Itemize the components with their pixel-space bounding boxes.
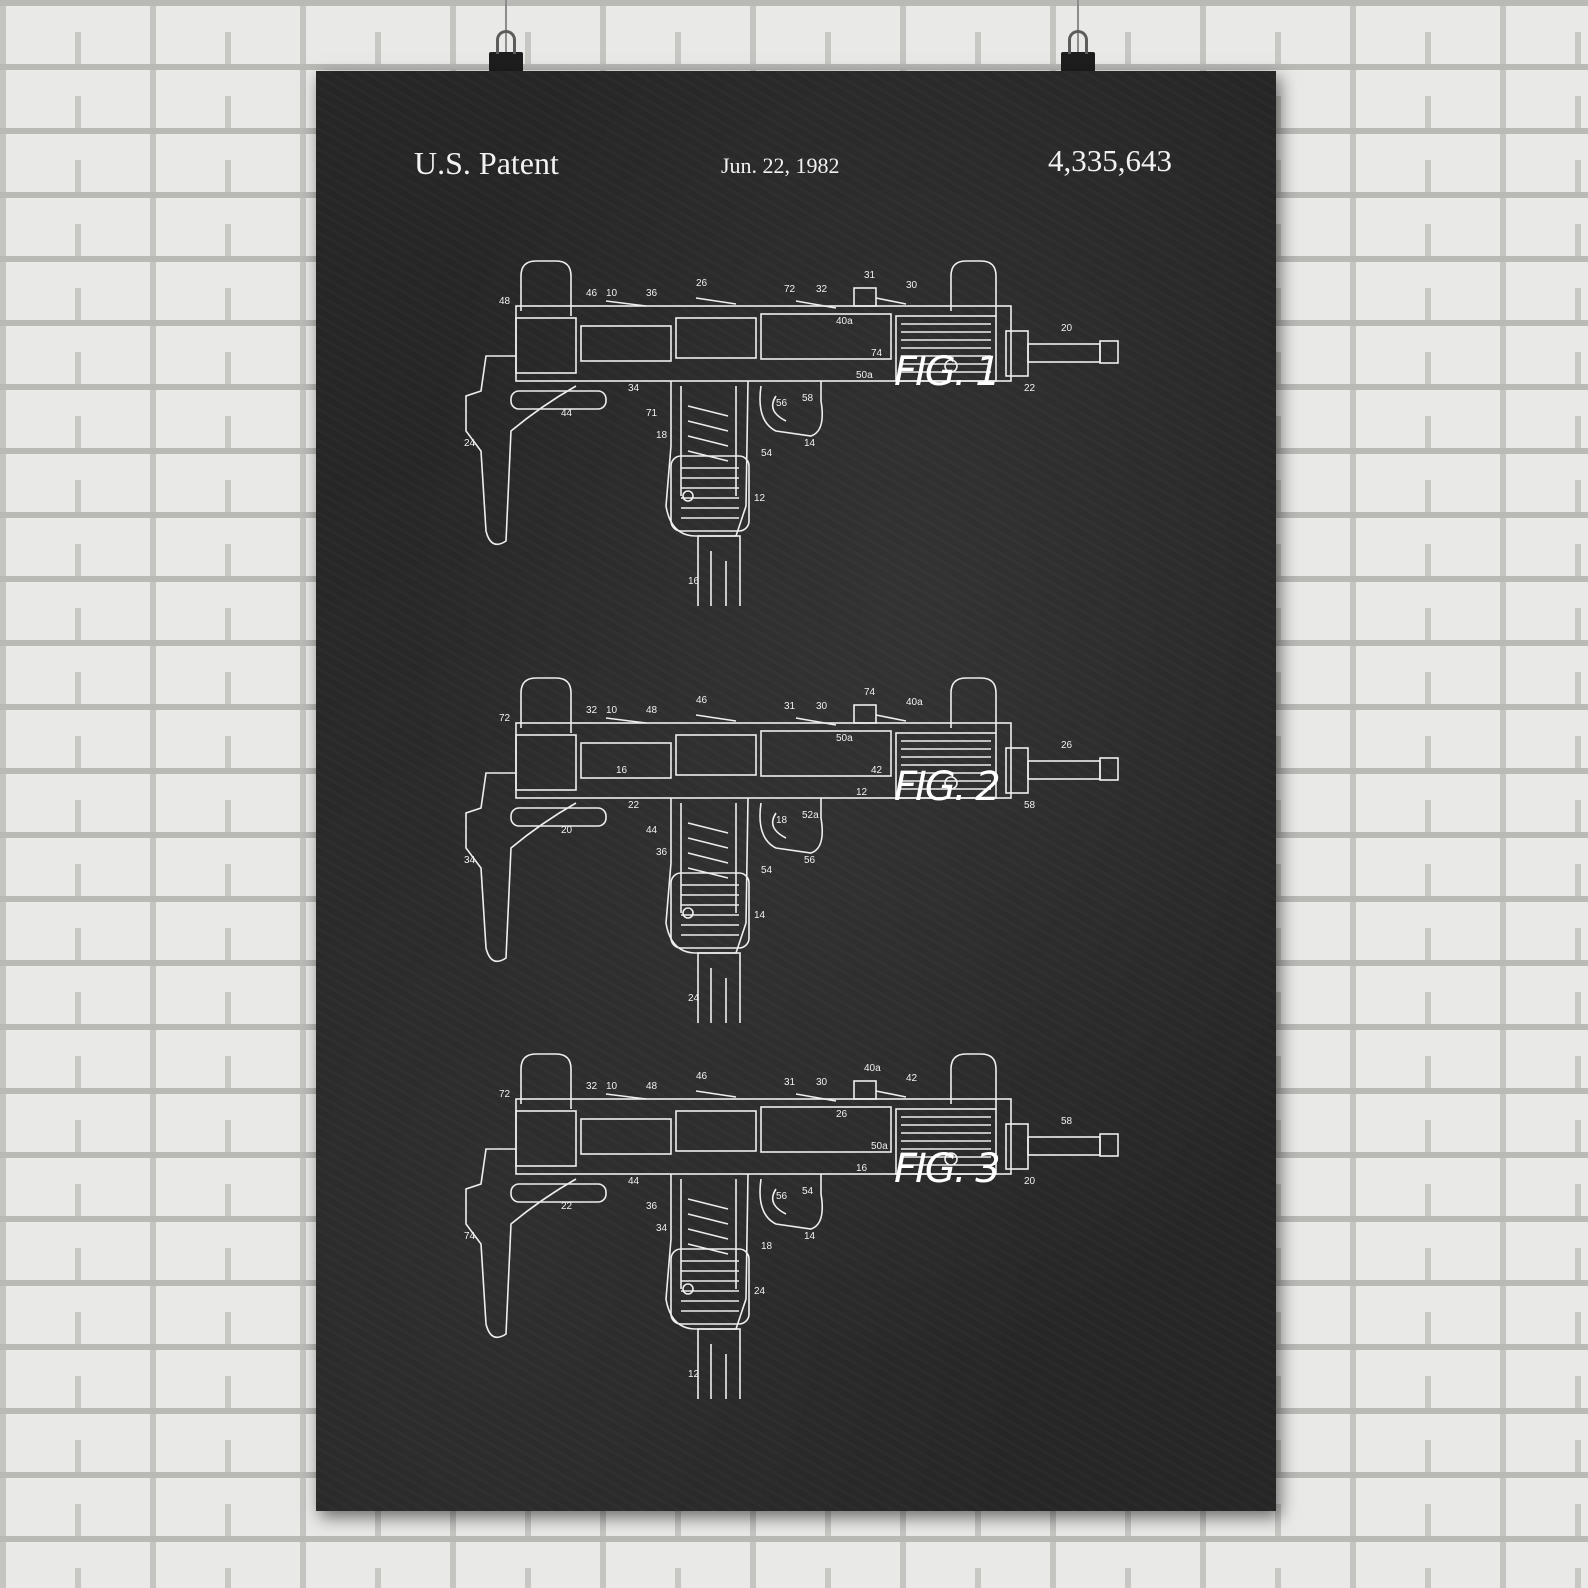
part-number-label: 46: [696, 695, 708, 706]
part-number-label: 10: [606, 705, 618, 716]
part-number-label: 22: [1024, 383, 1036, 394]
part-number-label: 48: [646, 1081, 658, 1092]
figure-1-label: FIG. 1: [894, 349, 1001, 395]
part-number-label: 52a: [802, 810, 819, 821]
part-number-label: 26: [1061, 740, 1073, 751]
part-number-label: 34: [464, 855, 476, 866]
part-number-label: 26: [836, 1109, 848, 1120]
part-number-label: 36: [646, 1201, 658, 1212]
part-number-label: 72: [499, 1089, 511, 1100]
part-number-label: 34: [656, 1223, 668, 1234]
part-number-label: 10: [606, 288, 618, 299]
part-number-label: 22: [561, 1201, 573, 1212]
part-number-label: 18: [761, 1241, 773, 1252]
part-number-label: 24: [464, 438, 476, 449]
part-number-label: 16: [688, 576, 700, 587]
part-number-label: 20: [561, 825, 573, 836]
part-number-label: 48: [499, 296, 511, 307]
part-number-label: 32: [586, 1081, 598, 1092]
part-number-label: 58: [1061, 1116, 1073, 1127]
hanging-wire-right: [1077, 0, 1079, 52]
part-number-label: 14: [804, 438, 816, 449]
part-number-label: 14: [804, 1231, 816, 1242]
part-number-label: 44: [561, 408, 573, 419]
part-number-label: 56: [776, 398, 788, 409]
part-number-label: 74: [464, 1231, 476, 1242]
part-number-label: 34: [628, 383, 640, 394]
part-number-label: 24: [688, 993, 700, 1004]
part-number-label: 30: [816, 701, 828, 712]
figure-1-drawing: 10 26 36 46 48 72 32 31 30 40a 74 20 22 44 34 71 18 24 56 5…: [464, 260, 1119, 606]
part-number-label: 18: [776, 815, 788, 826]
part-number-label: 30: [906, 280, 918, 291]
part-number-label: 20: [1061, 323, 1073, 334]
part-number-label: 36: [646, 288, 658, 299]
part-number-label: 40a: [906, 697, 923, 708]
part-number-label: 36: [656, 847, 668, 858]
part-number-label: 12: [688, 1369, 700, 1380]
patent-date: Jun. 22, 1982: [721, 153, 840, 178]
part-number-label: 56: [804, 855, 816, 866]
part-number-label: 74: [871, 348, 883, 359]
binder-clip-left: [489, 30, 523, 72]
part-number-label: 44: [628, 1176, 640, 1187]
part-number-label: 42: [906, 1073, 918, 1084]
part-number-label: 58: [1024, 800, 1036, 811]
figure-3-drawing: 10 46 48 32 72 31 30 40a 42 26 50a 58 20 22 44 36 34 74 56…: [464, 1053, 1119, 1399]
part-number-label: 42: [871, 765, 883, 776]
part-number-label: 31: [784, 1077, 796, 1088]
part-number-label: 54: [761, 865, 773, 876]
part-number-label: 50a: [836, 733, 853, 744]
part-number-label: 48: [646, 705, 658, 716]
part-number-label: 16: [856, 1163, 868, 1174]
binder-clip-right: [1061, 30, 1095, 72]
part-number-label: 44: [646, 825, 658, 836]
part-number-label: 22: [628, 800, 640, 811]
part-number-label: 31: [784, 701, 796, 712]
part-number-label: 46: [696, 1071, 708, 1082]
patent-number: 4,335,643: [1048, 143, 1172, 178]
part-number-label: 12: [754, 493, 766, 504]
part-number-label: 50a: [871, 1141, 888, 1152]
part-number-label: 46: [586, 288, 598, 299]
part-number-label: 32: [816, 284, 828, 295]
part-number-label: 18: [656, 430, 668, 441]
part-number-label: 40a: [864, 1063, 881, 1074]
part-number-label: 30: [816, 1077, 828, 1088]
part-number-label: 20: [1024, 1176, 1036, 1187]
part-number-label: 50a: [856, 370, 873, 381]
part-number-label: 54: [802, 1186, 814, 1197]
part-number-label: 71: [646, 408, 658, 419]
part-number-label: 10: [606, 1081, 618, 1092]
part-number-label: 12: [856, 787, 868, 798]
patent-poster: U.S. Patent Jun. 22, 1982 4,335,643 10 26…: [316, 71, 1276, 1511]
part-number-label: 54: [761, 448, 773, 459]
part-number-label: 24: [754, 1286, 766, 1297]
hanging-wire-left: [505, 0, 507, 52]
part-number-label: 72: [499, 713, 511, 724]
part-number-label: 14: [754, 910, 766, 921]
part-number-label: 56: [776, 1191, 788, 1202]
part-number-label: 31: [864, 270, 876, 281]
figure-3-label: FIG. 3: [894, 1146, 1001, 1192]
part-number-label: 16: [616, 765, 628, 776]
figure-2-drawing: 10 46 48 32 72 31 30 74 40a 50a 42 26 58 20 22 44 36 34 18…: [464, 677, 1119, 1023]
part-number-label: 26: [696, 278, 708, 289]
part-number-label: 74: [864, 687, 876, 698]
patent-title: U.S. Patent: [414, 145, 559, 181]
part-number-label: 40a: [836, 316, 853, 327]
part-number-label: 58: [802, 393, 814, 404]
part-number-label: 32: [586, 705, 598, 716]
figure-2-label: FIG. 2: [894, 764, 1001, 810]
part-number-label: 72: [784, 284, 796, 295]
